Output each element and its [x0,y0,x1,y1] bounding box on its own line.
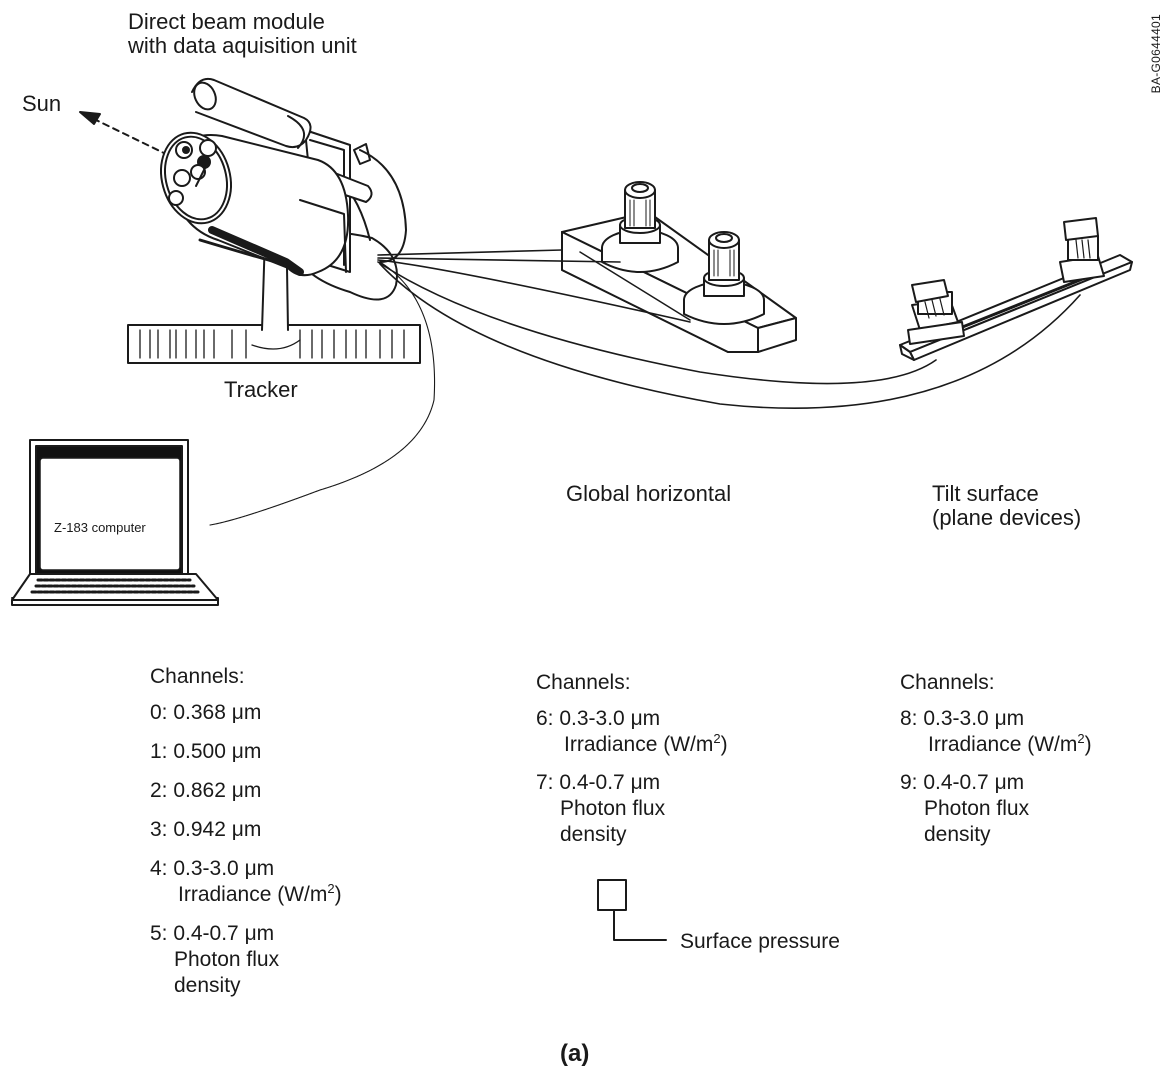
channel-value: 0.4-0.7 μm [923,771,1025,794]
computer-screen-label: Z-183 computer [54,520,146,535]
channel-number: 9: [900,771,918,794]
cables [209,249,1081,526]
channel-group-heading: Channels: [150,665,245,688]
channel-item: 3: 0.942 μm [150,817,342,843]
channel-number: 8: [900,707,918,730]
channel-value: 0.942 μm [173,818,262,841]
channel-unit-exponent: 2 [327,881,335,896]
channel-value: 0.3-3.0 μm [173,857,275,880]
direct-beam-label-line2: with data aquisition unit [128,33,357,58]
direct-beam-label: Direct beam module with data aquisition … [128,10,357,58]
channel-number: 0: [150,701,168,724]
channel-group-global-horizontal: Channels: 6: 0.3-3.0 μm Irradiance (W/m2… [536,670,728,848]
tilt-surface-label-line1: Tilt surface [932,481,1039,506]
channel-item: 8: 0.3-3.0 μm Irradiance (W/m2) [900,706,1092,758]
channel-number: 7: [536,771,554,794]
figure-caption: (a) [560,1040,590,1067]
global-horizontal-label: Global horizontal [566,481,732,506]
tracker-base [127,324,421,364]
channel-number: 2: [150,779,168,802]
channel-value: 0.4-0.7 μm [173,922,275,945]
direct-beam-module [160,77,407,301]
channel-value: 0.862 μm [173,779,262,802]
channel-unit-close: ) [720,733,728,756]
channel-quantity-line2: density [174,974,241,997]
channel-number: 3: [150,818,168,841]
channel-quantity: Photon flux [924,797,1030,820]
sun-label: Sun [22,91,62,116]
channel-item: 5: 0.4-0.7 μm Photon flux density [150,921,342,999]
channel-quantity-line2: density [560,823,627,846]
channel-quantity: Irradiance (W/m [178,883,328,906]
channel-quantity: Photon flux [174,948,280,971]
channel-value: 0.368 μm [173,701,262,724]
channel-quantity: Photon flux [560,797,666,820]
channel-group-direct-beam: Channels: 0: 0.368 μm 1: 0.500 μm 2: 0.8… [150,664,342,999]
channel-value: 0.4-0.7 μm [559,771,661,794]
channel-item: 0: 0.368 μm [150,700,342,726]
tilt-surface-platform [899,217,1133,361]
channel-value: 0.3-3.0 μm [923,707,1025,730]
channel-value: 0.500 μm [173,740,262,763]
channel-item: 4: 0.3-3.0 μm Irradiance (W/m2) [150,856,342,908]
global-horizontal-platform [561,181,797,353]
channel-number: 6: [536,707,554,730]
figure-id-label: BA-G0644401 [1149,14,1163,94]
channel-unit-exponent: 2 [1077,731,1085,746]
channel-quantity: Irradiance (W/m [564,733,714,756]
computer [11,439,219,606]
channel-unit-close: ) [334,883,342,906]
channel-quantity-line2: density [924,823,991,846]
tilt-surface-label-line2: (plane devices) [932,505,1082,530]
surface-pressure-label: Surface pressure [680,930,840,953]
channel-unit-close: ) [1084,733,1092,756]
channel-number: 1: [150,740,168,763]
channel-group-heading: Channels: [900,671,995,694]
tilt-surface-label: Tilt surface (plane devices) [932,482,1081,530]
surface-pressure-sensor [597,879,667,941]
channel-group-tilt-surface: Channels: 8: 0.3-3.0 μm Irradiance (W/m2… [900,670,1092,848]
channel-item: 2: 0.862 μm [150,778,342,804]
sun-arrow [79,111,169,156]
channel-item: 1: 0.500 μm [150,739,342,765]
channel-item: 9: 0.4-0.7 μm Photon flux density [900,770,1092,848]
channel-item: 6: 0.3-3.0 μm Irradiance (W/m2) [536,706,728,758]
channel-quantity: Irradiance (W/m [928,733,1078,756]
channel-item: 7: 0.4-0.7 μm Photon flux density [536,770,728,848]
channel-number: 5: [150,922,168,945]
tracker-label: Tracker [224,377,298,402]
channel-value: 0.3-3.0 μm [559,707,661,730]
channel-number: 4: [150,857,168,880]
channel-group-heading: Channels: [536,671,631,694]
direct-beam-label-line1: Direct beam module [128,9,325,34]
channel-unit-exponent: 2 [713,731,721,746]
